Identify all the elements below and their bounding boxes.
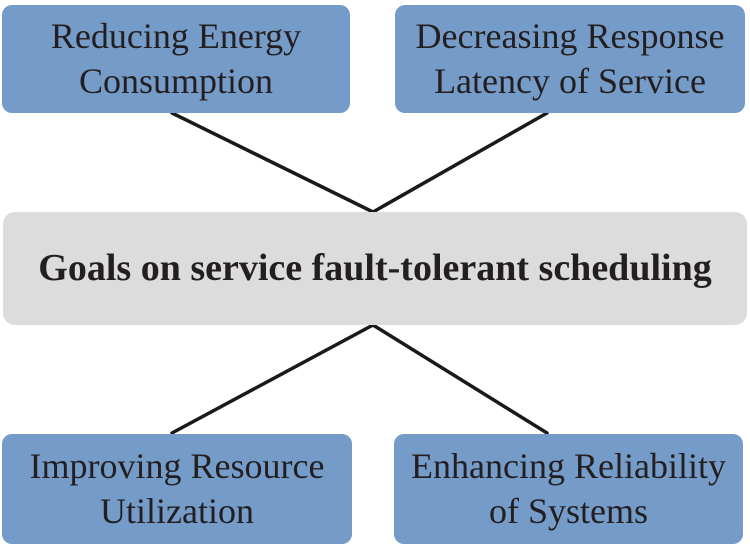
node-decreasing-response-latency: Decreasing Response Latency of Service <box>395 5 745 113</box>
node-improving-resource-utilization: Improving Resource Utilization <box>2 434 352 544</box>
node-label-line: Reducing Energy <box>50 16 302 56</box>
node-label-line: Decreasing Response <box>415 16 725 56</box>
node-label-line: Utilization <box>100 491 254 531</box>
connector-top-v <box>170 111 549 214</box>
center-goals-box: Goals on service fault-tolerant scheduli… <box>3 212 747 325</box>
node-label-line: of Systems <box>488 491 648 531</box>
node-label-line: Enhancing Reliability <box>411 446 726 486</box>
node-label-line: Latency of Service <box>434 61 706 101</box>
connector-bottom-v <box>170 322 549 435</box>
node-label-line: Improving Resource <box>29 446 325 486</box>
node-reducing-energy-consumption: Reducing Energy Consumption <box>2 5 350 113</box>
center-goals-label: Goals on service fault-tolerant scheduli… <box>38 246 712 289</box>
node-enhancing-reliability: Enhancing Reliability of Systems <box>394 434 743 544</box>
node-label-line: Consumption <box>78 61 274 101</box>
